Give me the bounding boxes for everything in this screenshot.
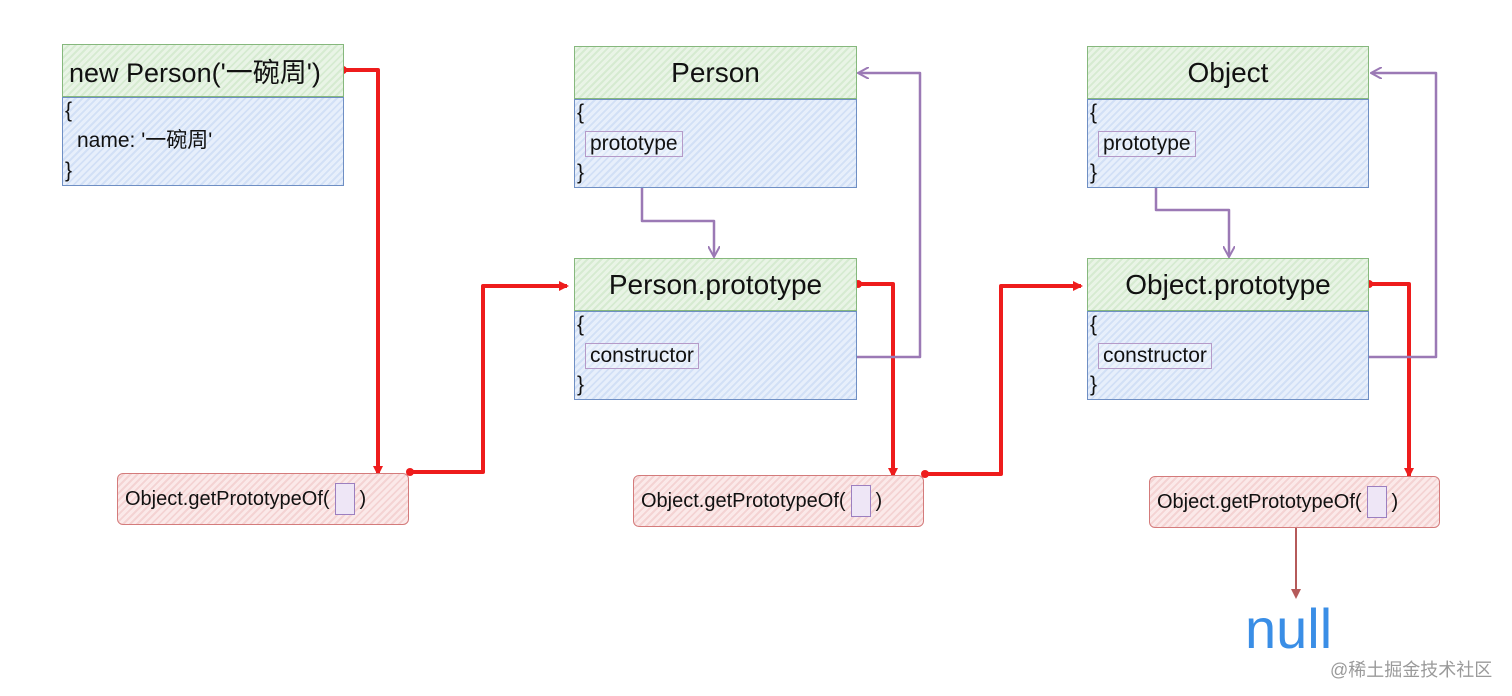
person-prototype-title: Person.prototype xyxy=(608,268,823,300)
arrow-object-prototype-to-getproto-3 xyxy=(1369,282,1414,478)
object-prototype-close-brace: } xyxy=(1090,373,1098,396)
object-prototype-open-brace: { xyxy=(1090,313,1098,336)
getprototypeof-box-1: Object.getPrototypeOf( ) xyxy=(117,473,409,525)
person-header: Person xyxy=(574,46,857,99)
dot-getproto-1 xyxy=(406,468,414,476)
dot-getproto-2 xyxy=(921,470,929,478)
proto-chain-arrows xyxy=(343,68,1414,478)
object-body: { prototype } xyxy=(1087,99,1369,188)
getprototypeof-label-1: Object.getPrototypeOf( xyxy=(125,487,330,510)
argument-slot-3 xyxy=(1366,486,1387,518)
getprototypeof-close-3: ) xyxy=(1391,490,1399,513)
instance-close-brace: } xyxy=(65,159,73,182)
person-open-brace: { xyxy=(577,101,585,124)
argument-slot-1 xyxy=(334,483,355,515)
object-constructor-field: constructor xyxy=(1098,343,1212,369)
object-prototype-header: Object.prototype xyxy=(1087,258,1369,311)
object-prototype-title: Object.prototype xyxy=(1125,268,1331,300)
person-body: { prototype } xyxy=(574,99,857,188)
getprototypeof-close-2: ) xyxy=(875,489,883,512)
object-close-brace: } xyxy=(1090,161,1098,184)
null-label: null xyxy=(1245,597,1333,660)
person-prototype-close-brace: } xyxy=(577,373,585,396)
person-constructor-field: constructor xyxy=(585,343,699,369)
getprototypeof-label-3: Object.getPrototypeOf( xyxy=(1157,490,1362,513)
person-prototype-header: Person.prototype xyxy=(574,258,857,311)
instance-header: new Person('一碗周') xyxy=(62,44,344,97)
object-title: Object xyxy=(1187,56,1269,88)
person-close-brace: } xyxy=(577,161,585,184)
instance-open-brace: { xyxy=(65,99,73,122)
getprototypeof-box-3: Object.getPrototypeOf( ) xyxy=(1149,476,1440,528)
argument-slot-2 xyxy=(850,485,871,517)
person-prototype-field: prototype xyxy=(585,131,683,157)
arrow-getproto-1-to-person-prototype xyxy=(410,281,569,474)
instance-name-field: name: '一碗周' xyxy=(77,129,213,152)
object-header: Object xyxy=(1087,46,1369,99)
person-prototype-body: { constructor } xyxy=(574,311,857,400)
getprototypeof-box-2: Object.getPrototypeOf( ) xyxy=(633,475,924,527)
object-prototype-field: prototype xyxy=(1098,131,1196,157)
person-title: Person xyxy=(671,56,760,88)
arrow-instance-to-getproto-1 xyxy=(343,68,383,476)
arrow-getproto-2-to-object-prototype xyxy=(925,281,1083,476)
arrow-person-prototype-to-getproto-2 xyxy=(858,282,898,478)
instance-title: new Person('一碗周') xyxy=(69,58,321,88)
object-prototype-body: { constructor } xyxy=(1087,311,1369,400)
getprototypeof-close-1: ) xyxy=(359,487,367,510)
arrow-person-prototype-field xyxy=(640,160,714,255)
instance-body: { name: '一碗周' } xyxy=(62,97,344,186)
getprototypeof-label-2: Object.getPrototypeOf( xyxy=(641,489,846,512)
object-open-brace: { xyxy=(1090,101,1098,124)
watermark: @稀土掘金技术社区 xyxy=(1330,660,1493,680)
person-prototype-open-brace: { xyxy=(577,313,585,336)
